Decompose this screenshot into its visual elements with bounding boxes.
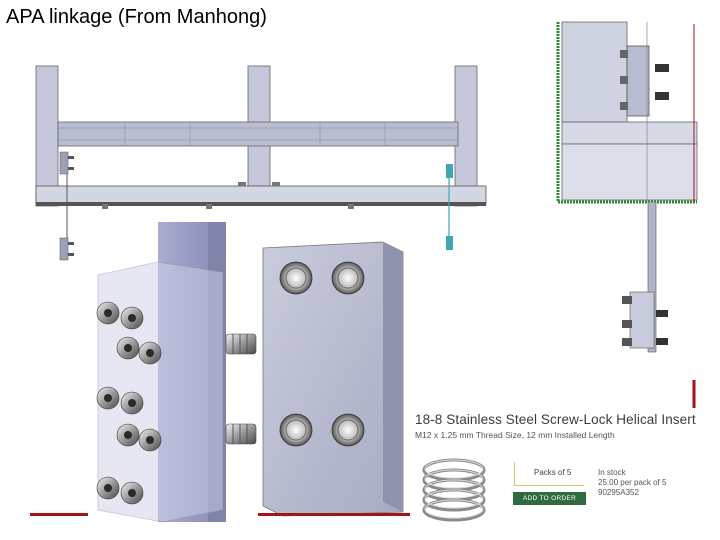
- red-accent-line-left: [30, 513, 88, 516]
- packs-divider-bottom: [514, 485, 584, 486]
- product-card: 18-8 Stainless Steel Screw-Lock Helical …: [410, 408, 710, 534]
- slide-title: APA linkage (From Manhong): [6, 6, 267, 28]
- frame-cad-drawing: [30, 64, 490, 264]
- add-to-order-button[interactable]: ADD TO ORDER: [513, 492, 586, 505]
- packs-divider: [514, 462, 515, 486]
- stock-part-number: 90295A352: [598, 488, 639, 497]
- product-subtitle: M12 x 1.25 mm Thread Size, 12 mm Install…: [415, 430, 615, 440]
- stock-price: 25.00 per pack of 5: [598, 478, 667, 487]
- red-accent-line-middle: [258, 513, 413, 516]
- product-title: 18-8 Stainless Steel Screw-Lock Helical …: [415, 412, 696, 427]
- bolted-block-render: [88, 220, 288, 525]
- helical-insert-image: [418, 448, 490, 528]
- packs-label: Packs of 5: [534, 468, 572, 477]
- insert-plate-render: [258, 240, 408, 518]
- stock-info: In stock 25.00 per pack of 5 90295A352: [598, 468, 667, 498]
- stock-status: In stock: [598, 468, 626, 477]
- detail-cad-drawing: [552, 20, 702, 410]
